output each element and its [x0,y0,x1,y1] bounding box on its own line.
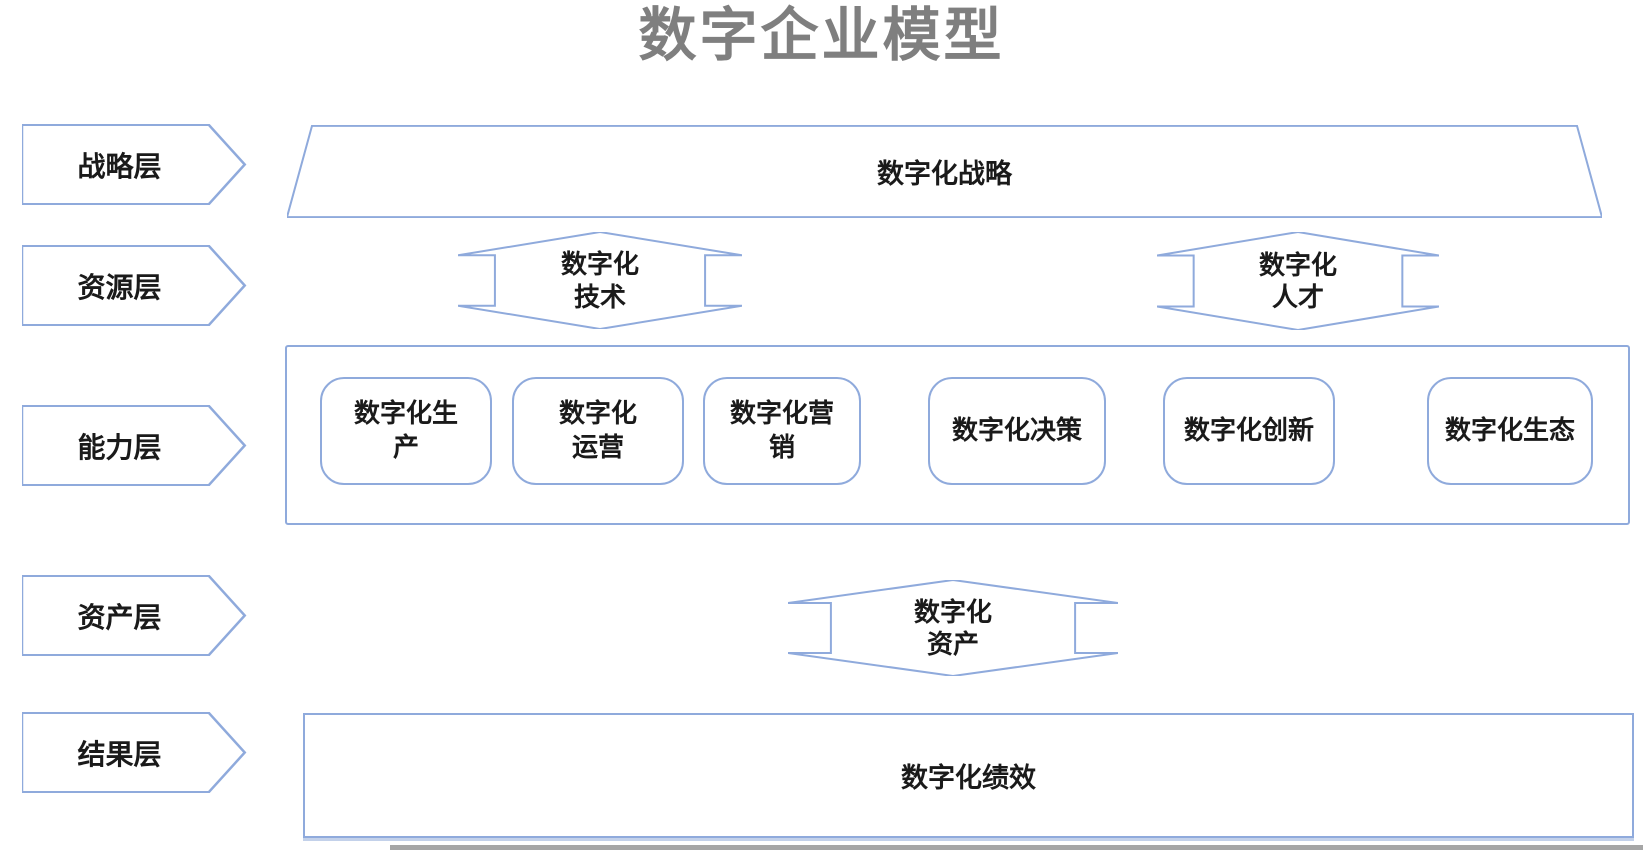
capability-box: 数字化营 销 [703,377,861,485]
strategy-band-label: 数字化战略 [877,159,1012,189]
layer-label: 能力层 [77,431,162,463]
capability-box: 数字化生态 [1427,377,1593,485]
capability-box: 数字化决策 [928,377,1106,485]
capability-box: 数字化生 产 [320,377,492,485]
up-down-arrow-shape [1157,232,1439,330]
layer-label: 结果层 [77,738,162,770]
up-down-arrow-shape [788,580,1118,676]
up-down-arrow-shape [458,232,742,329]
pentagon-arrow-shape [22,712,247,793]
resource-arrow-label: 数字化 技术 [560,249,639,312]
diagram-title: 数字企业模型 [638,3,1005,68]
asset-arrow: 数字化 资产 [788,580,1118,676]
pentagon-arrow-shape [22,124,247,205]
layer-label: 战略层 [77,150,162,182]
layer-label: 资源层 [77,271,162,303]
asset-arrow-label: 数字化 资产 [913,596,992,660]
result-band-label: 数字化绩效 [901,763,1036,793]
layer-tab-strategy: 战略层 [22,124,247,205]
result-band: 数字化绩效 [303,713,1634,838]
layer-tab-capability: 能力层 [22,405,247,486]
trapezoid-shape [287,125,1602,218]
layer-tab-resource: 资源层 [22,245,247,326]
pentagon-arrow-shape [22,405,247,486]
resource-arrow-tech: 数字化 技术 [458,232,742,329]
bottom-edge-strip [390,845,1643,850]
strategy-band: 数字化战略 [287,125,1602,218]
pentagon-arrow-shape [22,245,247,326]
capability-box: 数字化 运营 [512,377,684,485]
layer-tab-asset: 资产层 [22,575,247,656]
pentagon-arrow-shape [22,575,247,656]
layer-tab-result: 结果层 [22,712,247,793]
layer-label: 资产层 [77,601,162,633]
capability-box: 数字化创新 [1163,377,1335,485]
resource-arrow-label: 数字化 人才 [1258,249,1337,313]
resource-arrow-talent: 数字化 人才 [1157,232,1439,330]
